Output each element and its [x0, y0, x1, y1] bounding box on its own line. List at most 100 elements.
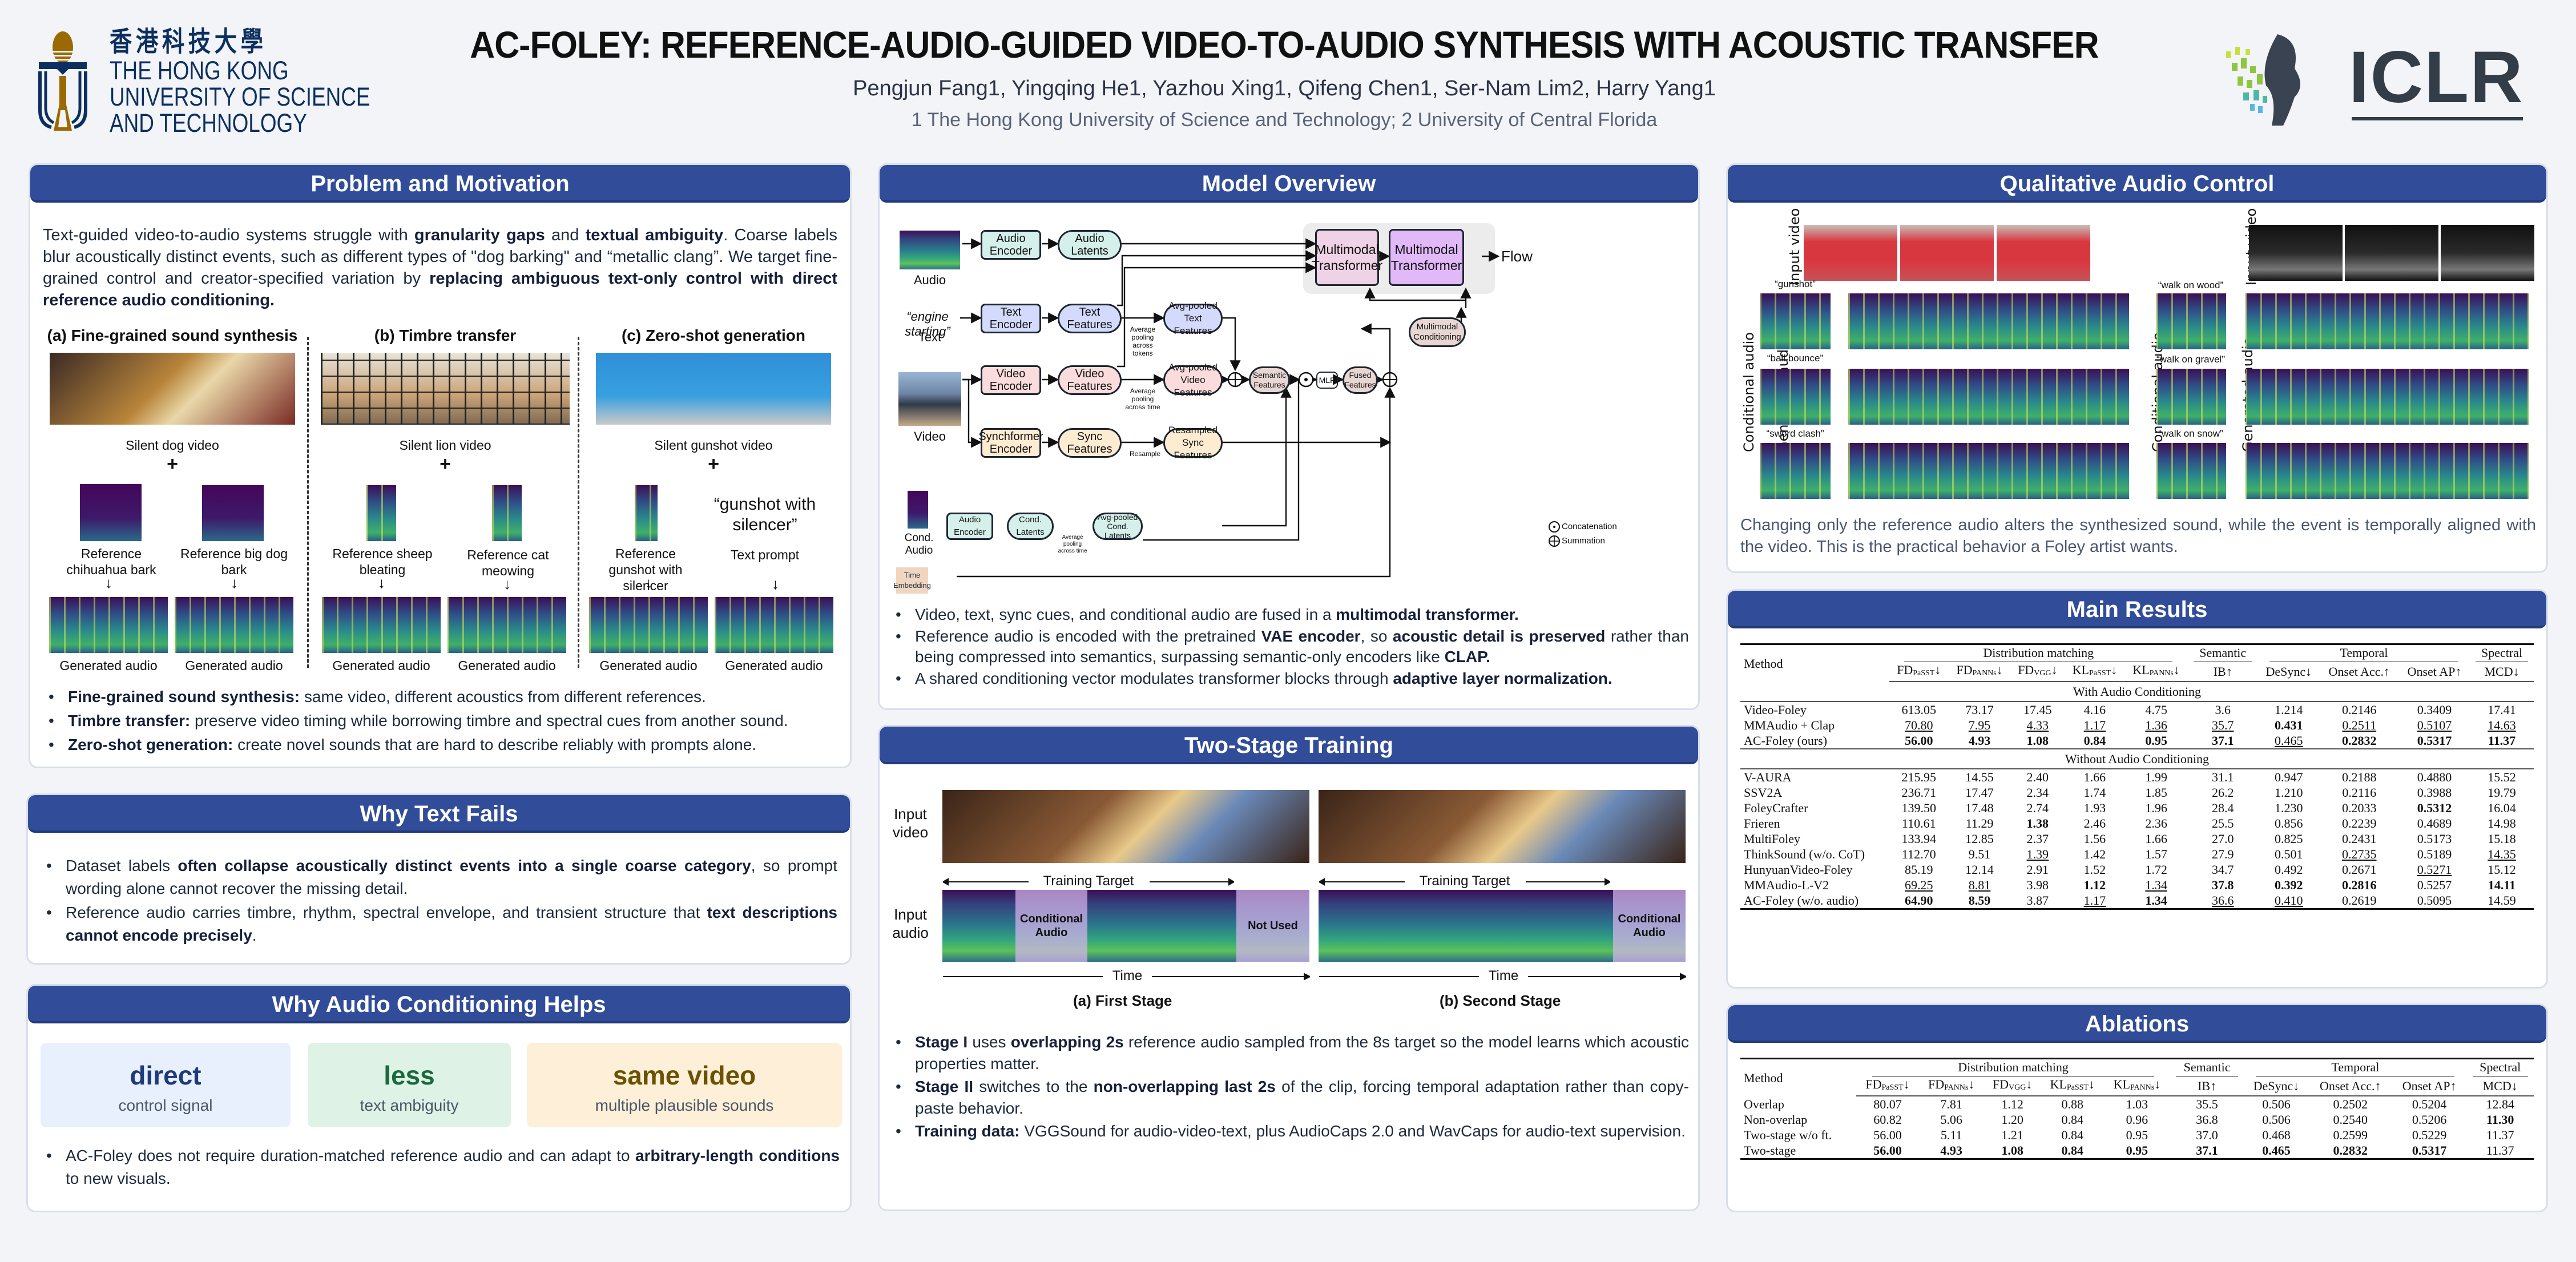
column-group-header: Spectral	[2470, 643, 2534, 662]
metric-value: 1.08	[1984, 1143, 2041, 1160]
generated-spectrogram	[589, 597, 708, 653]
poster-header: 香港科技大學 THE HONG KONG UNIVERSITY OF SCIEN…	[0, 0, 2576, 148]
hkust-emblem-icon	[29, 30, 97, 133]
metric-value: 2.36	[2145, 816, 2167, 830]
hkust-logo: 香港科技大學 THE HONG KONG UNIVERSITY OF SCIEN…	[29, 27, 370, 136]
conditional-spectrogram	[1760, 293, 1831, 349]
column-header: MCD↓	[2470, 662, 2534, 682]
metric-value: 1.66	[2145, 832, 2167, 846]
metric-value: 0.825	[2275, 832, 2303, 846]
metric-value: 35.7	[2211, 718, 2234, 732]
metric-value: 0.2033	[2342, 801, 2377, 815]
stage-caption: (b) Second Stage	[1440, 992, 1561, 1009]
ref-spectrogram	[366, 485, 396, 541]
metric-value: 36.8	[2196, 1112, 2218, 1127]
metric-value: 1.230	[2275, 801, 2303, 815]
metric-value: 0.431	[2275, 718, 2303, 732]
avg-pooled-text-node: Avg-pooled Text Features	[1163, 300, 1223, 336]
iclr-wordmark: ICLR	[2349, 37, 2524, 118]
metric-value: 0.4689	[2417, 816, 2452, 830]
metric-value: 4.93	[1968, 733, 1991, 748]
metric-value: 0.84	[2061, 1128, 2083, 1142]
metric-value: 11.30	[2486, 1112, 2514, 1127]
metric-value: 2.40	[2026, 770, 2049, 784]
metric-value: 0.3988	[2417, 785, 2452, 800]
bullet-item: Stage II switches to the non-overlapping…	[890, 1076, 1689, 1119]
audio-encoder-node: Audio Encoder	[981, 230, 1041, 260]
method-header: Method	[1740, 643, 1889, 682]
legend-summation: Summation	[1562, 536, 1605, 546]
two-stage-heading: Two-Stage Training	[880, 727, 1698, 764]
metric-value: 1.93	[2083, 801, 2106, 815]
method-name: Non-overlap	[1744, 1112, 1808, 1127]
bullet-item: Training data: VGGSound for audio-video-…	[890, 1120, 1689, 1142]
stage-caption: (a) First Stage	[1073, 992, 1172, 1009]
hkust-name-line: THE HONG KONG	[110, 56, 289, 85]
ref-spectrogram	[635, 485, 658, 541]
column-header: KLPANNs↓	[2104, 1076, 2170, 1096]
conditional-spectrogram	[2156, 293, 2226, 349]
metric-value: 12.14	[1965, 862, 1994, 877]
generated-spectrogram	[1848, 369, 2129, 425]
qualitative-heading: Qualitative Audio Control	[1728, 165, 2546, 203]
metric-value: 0.5257	[2417, 878, 2452, 892]
metric-value: 1.99	[2145, 770, 2167, 784]
metric-value: 2.74	[2026, 801, 2049, 815]
metric-value: 133.94	[1901, 832, 1936, 846]
main-results-heading: Main Results	[1728, 591, 2546, 628]
metric-value: 14.98	[2488, 816, 2516, 830]
metric-value: 1.39	[2026, 847, 2049, 861]
metric-value: 1.34	[2145, 878, 2167, 892]
metric-value: 0.5229	[2412, 1128, 2447, 1142]
text-prompt-quote: “gunshot with silencer”	[713, 495, 816, 534]
metric-value: 8.59	[1948, 893, 2011, 910]
basketball-video-frame	[1804, 225, 1897, 281]
conditional-spectrogram	[1760, 369, 1831, 425]
conditional-audio-overlay: Conditional Audio	[1015, 890, 1087, 962]
column-group-header: Semantic	[2170, 1058, 2244, 1076]
metric-value: 56.00	[1856, 1143, 1919, 1160]
metric-value: 1.214	[2275, 703, 2303, 717]
metric-value: 17.45	[2023, 703, 2052, 717]
metric-value: 0.2540	[2333, 1112, 2368, 1127]
column-group-header: Temporal	[2244, 1058, 2467, 1076]
problem-bullets: Fine-grained sound synthesis: same video…	[43, 686, 842, 757]
treadmill-video-frame	[2441, 225, 2534, 281]
metric-value: 64.90	[1889, 893, 1949, 910]
metric-value: 0.5317	[2392, 1143, 2467, 1160]
metric-value: 0.2116	[2342, 785, 2377, 800]
metric-value: 0.3409	[2417, 703, 2452, 717]
problem-paragraph: Text-guided video-to-audio systems strug…	[43, 226, 837, 309]
metric-value: 0.2502	[2333, 1097, 2368, 1111]
treadmill-video-frame	[2249, 225, 2343, 281]
metric-value: 0.465	[2275, 733, 2303, 748]
metric-value: 1.34	[2125, 893, 2188, 910]
column-header: KLPANNs↓	[2125, 662, 2188, 682]
metric-value: 35.5	[2196, 1097, 2218, 1111]
metric-value: 17.47	[1965, 785, 1994, 800]
method-name: AC-Foley (w/o. audio)	[1740, 893, 1889, 910]
arrow-down-icon: ↓	[105, 574, 112, 591]
metric-value: 613.05	[1901, 703, 1936, 717]
metric-value: 2.37	[2026, 832, 2049, 846]
stage2-video-frames	[1319, 790, 1686, 863]
column-group-header: Semantic	[2187, 643, 2258, 662]
metric-value: 11.37	[2466, 1143, 2534, 1160]
hkust-name-line: UNIVERSITY OF SCIENCE	[110, 82, 370, 111]
metric-value: 37.0	[2196, 1128, 2218, 1142]
metric-value: 25.5	[2211, 816, 2234, 830]
metric-value: 73.17	[1965, 703, 1994, 717]
synchformer-encoder-node: Synchformer Encoder	[978, 428, 1043, 458]
section-label-row: With Audio Conditioning	[1740, 682, 2534, 702]
lion-video-frames	[321, 353, 570, 425]
time-embedding-node: Time Embedding	[893, 567, 931, 594]
problem-card: Problem and Motivation Text-guided video…	[29, 163, 852, 768]
metric-value: 12.85	[1965, 832, 1994, 846]
